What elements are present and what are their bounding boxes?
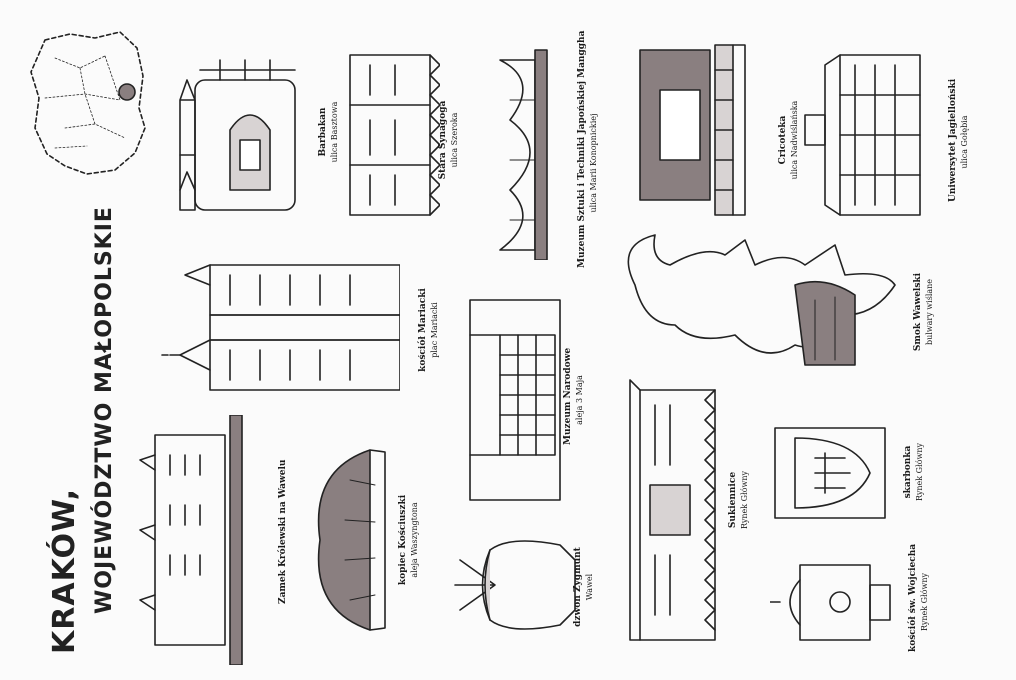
uj-drawing <box>804 54 921 216</box>
title-line-1: KRAKÓW, <box>47 487 82 654</box>
title-line-2: WOJEWÓDZTWO MAŁOPOLSKIE <box>92 206 117 614</box>
mariacki-drawing <box>161 264 400 391</box>
kopiec-drawing <box>317 449 386 631</box>
narodowe-drawing <box>469 299 561 501</box>
sukiennice-drawing <box>629 379 716 641</box>
zamek-drawing <box>139 415 243 665</box>
skarbonka-drawing <box>774 427 886 519</box>
manggha-drawing <box>499 49 548 260</box>
wojciech-drawing <box>770 564 891 641</box>
synagoga-drawing <box>349 54 440 216</box>
poland-map-icon <box>30 31 146 175</box>
cricoteka-drawing <box>639 44 746 216</box>
barbakan-drawing <box>179 59 296 211</box>
label-zamek: Zamek Królewski na Wawelu <box>278 459 288 604</box>
smok-drawing <box>627 234 896 366</box>
zygmunt-drawing <box>454 540 576 630</box>
